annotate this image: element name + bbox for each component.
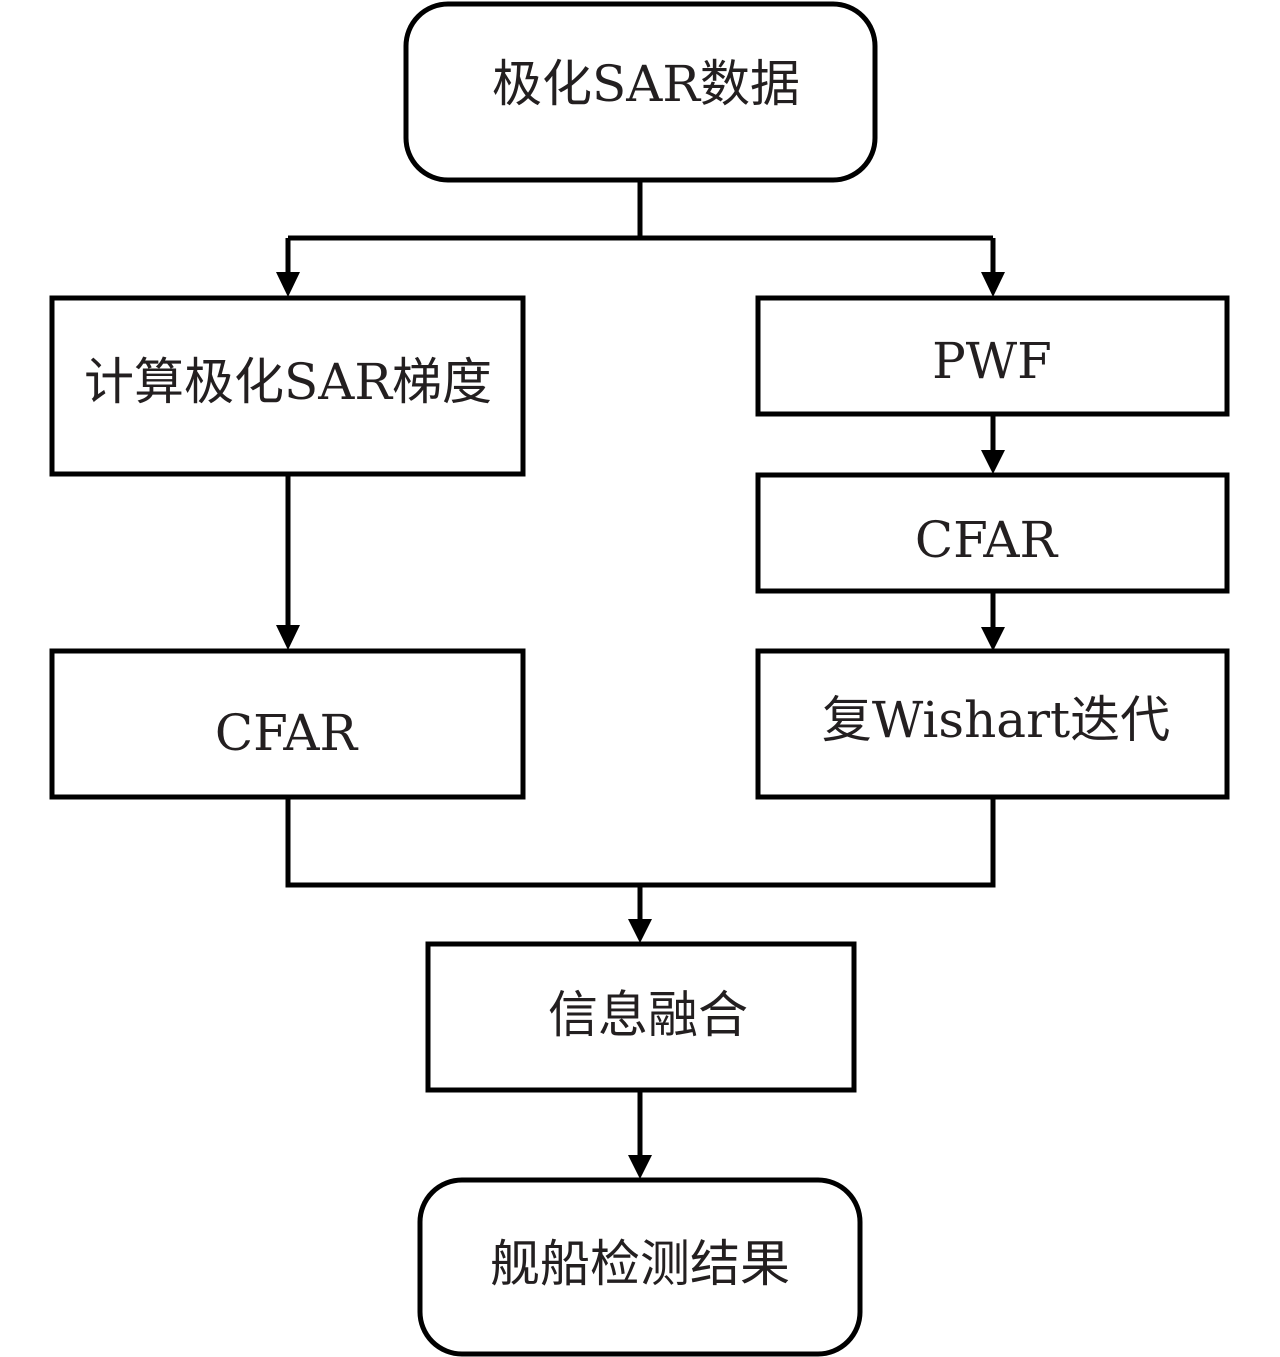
arrowhead-to-gradient bbox=[276, 272, 300, 297]
node-cfar-right: CFAR bbox=[755, 472, 1230, 594]
arrowhead-to-cfar-left bbox=[276, 625, 300, 650]
node-input-label: 极化SAR数据 bbox=[492, 55, 800, 113]
arrowhead-to-cfar-right bbox=[981, 450, 1005, 474]
node-wishart-label: 复Wishart迭代 bbox=[822, 691, 1170, 749]
node-fusion: 信息融合 bbox=[425, 941, 857, 1093]
node-input: 极化SAR数据 bbox=[403, 1, 878, 183]
arrowhead-to-output bbox=[628, 1155, 652, 1179]
arrowhead-to-pwf bbox=[981, 272, 1005, 297]
node-output: 舰船检测结果 bbox=[417, 1177, 863, 1357]
node-gradient: 计算极化SAR梯度 bbox=[49, 295, 526, 477]
node-output-label: 舰船检测结果 bbox=[490, 1235, 790, 1293]
arrowhead-to-fusion bbox=[628, 919, 652, 943]
edge-input-split bbox=[285, 180, 996, 278]
node-cfar-right-label: CFAR bbox=[915, 511, 1059, 569]
node-cfar-left-label: CFAR bbox=[215, 704, 359, 762]
node-wishart: 复Wishart迭代 bbox=[755, 648, 1230, 800]
node-gradient-label: 计算极化SAR梯度 bbox=[84, 353, 492, 411]
node-pwf-label: PWF bbox=[932, 332, 1052, 390]
node-fusion-label: 信息融合 bbox=[548, 986, 748, 1044]
arrowhead-to-wishart bbox=[981, 627, 1005, 651]
node-pwf: PWF bbox=[755, 295, 1230, 417]
edge-merge-to-fusion bbox=[285, 797, 996, 925]
node-cfar-left: CFAR bbox=[49, 648, 526, 800]
connectors bbox=[276, 180, 1005, 1179]
